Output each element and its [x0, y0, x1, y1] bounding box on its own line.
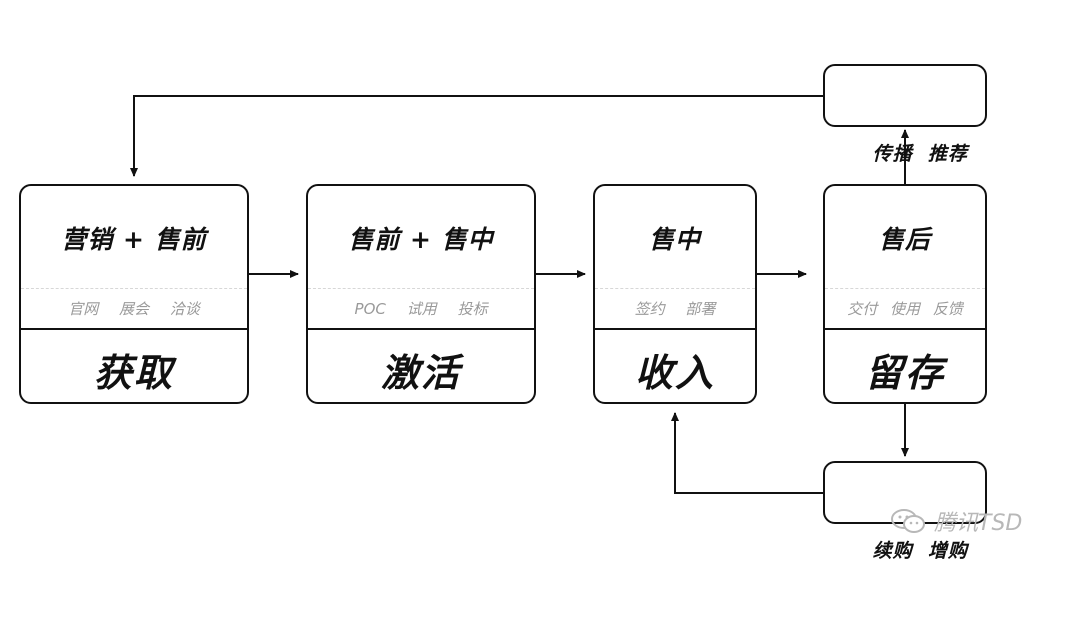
repurchase-box: 续购 增购 — [823, 461, 987, 562]
stage-tag: 展会 — [118, 300, 149, 318]
dashed-divider — [308, 288, 534, 289]
solid-divider — [595, 328, 755, 330]
stage-name: 获取 — [93, 351, 174, 395]
watermark: 腾讯TSD — [890, 505, 1022, 537]
solid-divider — [825, 328, 985, 330]
referral-label: 传播 推荐 — [872, 143, 968, 165]
stage-tags: 交付 使用 反馈 — [825, 298, 985, 319]
stage-tag: 试用 — [406, 300, 437, 318]
stage-tag: 反馈 — [932, 300, 963, 318]
solid-divider — [21, 328, 247, 330]
stage-tag: 交付 — [847, 300, 878, 318]
dashed-divider — [825, 288, 985, 289]
lifecycle-diagram: 营销 + 售前 官网 展会 洽谈 获取 售前 + 售中 POC 试用 投标 激活… — [19, 64, 1022, 562]
connector-arrows — [130, 95, 909, 494]
stage-header: 售前 + 售中 — [348, 225, 494, 254]
arrow-referral-to-acquire — [130, 95, 823, 177]
stage-name: 激活 — [380, 351, 461, 395]
stage-header: 售后 — [825, 220, 985, 256]
dashed-divider — [21, 288, 247, 289]
stage-name: 留存 — [864, 351, 945, 395]
stage-card-activate: 售前 + 售中 POC 试用 投标 激活 — [306, 184, 536, 404]
dashed-divider — [595, 288, 755, 289]
stage-tag: 投标 — [457, 300, 488, 318]
stage-card-acquire: 营销 + 售前 官网 展会 洽谈 获取 — [19, 184, 249, 404]
stage-card-revenue: 售中 签约 部署 收入 — [593, 184, 757, 404]
wechat-icon — [891, 509, 925, 533]
stage-tag: 部署 — [685, 300, 716, 318]
stage-tag: 使用 — [889, 300, 920, 318]
stage-tags: 签约 部署 — [595, 298, 755, 319]
watermark-text: 腾讯TSD — [934, 511, 1023, 536]
stage-card-retain: 售后 交付 使用 反馈 留存 — [823, 184, 987, 404]
stage-header: 营销 + 售前 — [61, 225, 207, 254]
arrow-repurchase-to-revenue — [671, 412, 823, 494]
stage-tag: POC — [354, 300, 386, 318]
referral-box: 传播 推荐 — [823, 64, 987, 165]
stage-tag: 官网 — [68, 300, 99, 318]
stage-header: 售中 — [648, 225, 701, 254]
solid-divider — [308, 328, 534, 330]
stage-tag: 洽谈 — [169, 300, 200, 318]
stage-tag: 签约 — [634, 300, 665, 318]
repurchase-label: 续购 增购 — [872, 540, 968, 562]
stage-name: 收入 — [634, 351, 715, 395]
stage-tags: 官网 展会 洽谈 — [21, 298, 247, 319]
stage-tags: POC 试用 投标 — [308, 298, 534, 319]
